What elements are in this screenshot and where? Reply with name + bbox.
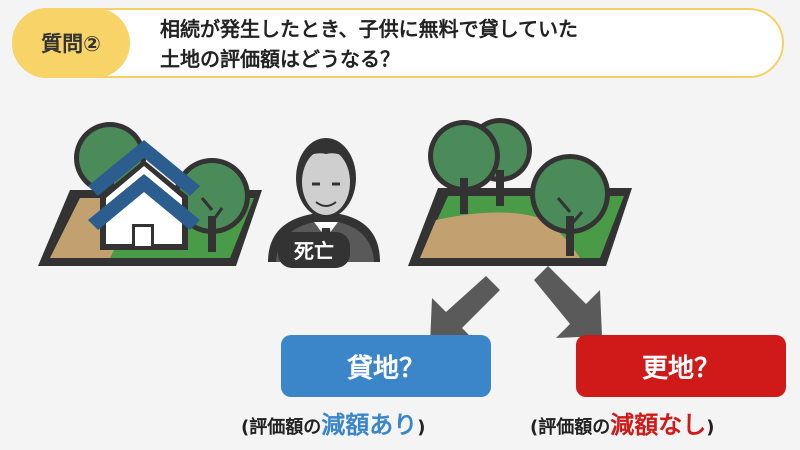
vacant-land-caption-emphasis: 減額なし xyxy=(610,411,707,439)
vacant-land-option: 更地？ xyxy=(576,335,786,397)
leased-land-option: 貸地？ xyxy=(281,335,491,397)
leased-land-caption-open: (評価額の xyxy=(241,417,322,438)
house-icon xyxy=(88,140,200,250)
vacant-land-caption-open: (評価額の xyxy=(530,417,611,438)
leased-land-label: 貸地？ xyxy=(346,353,425,384)
tree-icon xyxy=(428,120,500,214)
question-line-2: 土地の評価額はどうなる？ xyxy=(160,47,400,71)
question-banner xyxy=(12,8,784,78)
question-line-1: 相続が発生したとき、子供に無料で貸していた xyxy=(160,17,578,41)
vacant-land-caption-close: ) xyxy=(706,417,715,438)
vacant-land-label: 更地？ xyxy=(641,353,720,384)
arrow-down-left-icon xyxy=(430,270,500,344)
vacant-land-caption: (評価額の減額なし) xyxy=(530,405,714,440)
question-badge: 質問② xyxy=(12,8,130,78)
deceased-label: 死亡 xyxy=(294,239,334,263)
question-badge-label: 質問② xyxy=(41,32,101,56)
vacant-land-icon xyxy=(408,118,632,266)
leased-land-caption-close: ) xyxy=(417,417,426,438)
land-with-house-icon xyxy=(38,122,262,266)
leased-land-caption-emphasis: 減額あり xyxy=(321,411,418,439)
tree-icon xyxy=(530,154,610,256)
deceased-label-badge xyxy=(278,232,350,268)
arrow-down-right-icon xyxy=(534,266,602,338)
question-text: 相続が発生したとき、子供に無料で貸していた 土地の評価額はどうなる？ xyxy=(160,14,770,74)
leased-land-caption: (評価額の減額あり) xyxy=(241,405,425,440)
